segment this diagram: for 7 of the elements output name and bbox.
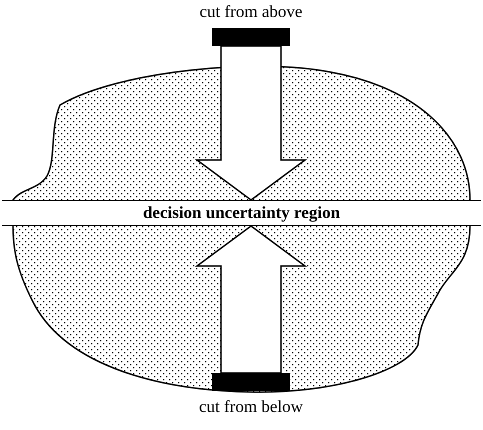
caption-text: cut from above — [200, 2, 302, 22]
block-arrow — [194, 225, 308, 374]
block-arrow — [194, 45, 308, 201]
region-label: decision uncertainty region — [142, 203, 340, 223]
caption-text: cut from below — [199, 397, 303, 417]
clamp-bar — [212, 373, 290, 391]
clamp-bar — [212, 28, 290, 46]
